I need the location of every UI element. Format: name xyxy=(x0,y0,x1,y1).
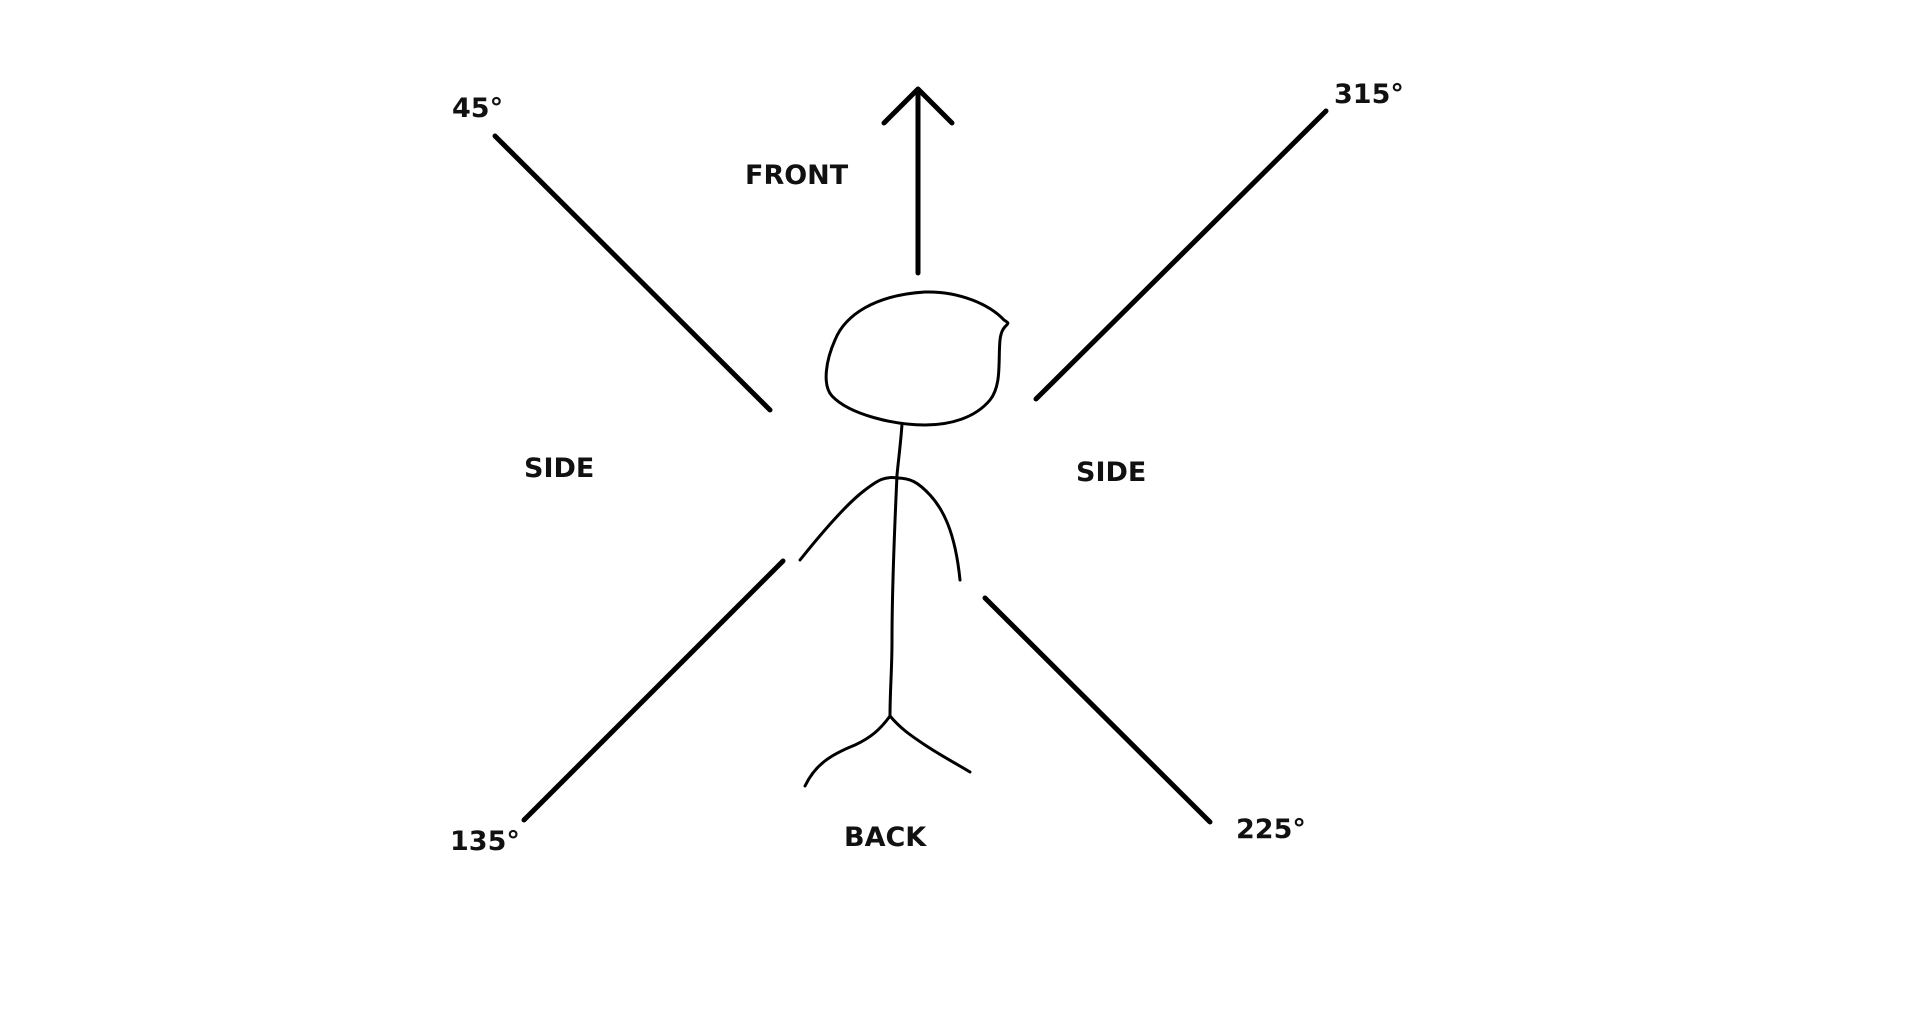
right-leg xyxy=(888,714,972,774)
stick-figure xyxy=(798,290,1010,788)
front-label: FRONT xyxy=(745,160,849,191)
diagonal-line-315 xyxy=(1033,108,1329,402)
head xyxy=(824,290,1010,427)
diagonal-line-135 xyxy=(521,558,786,823)
angle-45-label: 45° xyxy=(452,93,503,124)
torso xyxy=(888,473,899,718)
right-arm xyxy=(895,476,962,582)
left-leg xyxy=(803,714,892,788)
angle-315-label: 315° xyxy=(1334,79,1404,110)
neck xyxy=(895,422,904,477)
side-left-label: SIDE xyxy=(524,453,594,484)
side-right-label: SIDE xyxy=(1076,457,1146,488)
diagonal-line-45 xyxy=(492,133,773,413)
angle-225-label: 225° xyxy=(1236,814,1306,845)
left-arm xyxy=(798,476,899,562)
front-arrow xyxy=(881,86,955,276)
diagonal-line-225 xyxy=(982,595,1213,825)
back-label: BACK xyxy=(844,822,927,853)
angle-135-label: 135° xyxy=(450,826,520,857)
